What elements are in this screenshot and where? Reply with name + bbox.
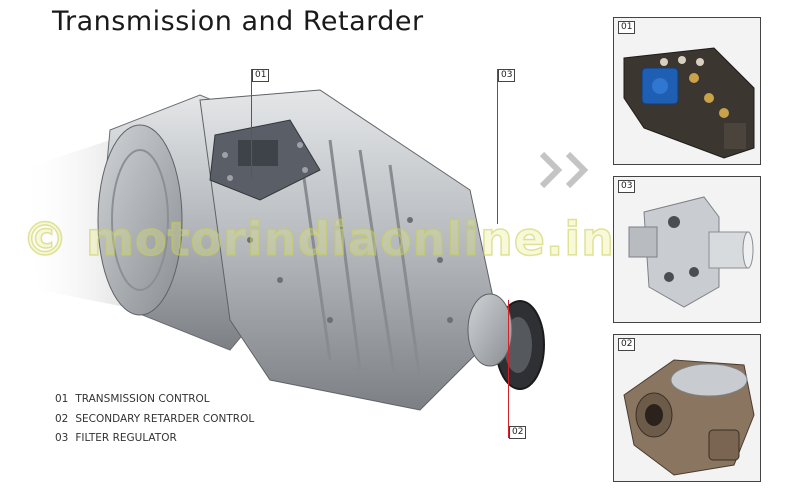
legend-number: 02 bbox=[55, 412, 69, 425]
page-title: Transmission and Retarder bbox=[52, 6, 424, 37]
legend-label: FILTER REGULATOR bbox=[75, 432, 177, 444]
legend-item: 02 SECONDARY RETARDER CONTROL bbox=[55, 410, 254, 430]
leader-line-02 bbox=[508, 300, 509, 438]
watermark: © motorindiaonline.in bbox=[21, 211, 615, 267]
leader-line-01 bbox=[251, 69, 252, 179]
transmission-control-photo bbox=[623, 47, 755, 159]
detail-panel-transmission-control: 01 bbox=[613, 17, 761, 165]
callout-03: 03 bbox=[498, 69, 516, 82]
detail-panel-secondary-retarder-control: 02 bbox=[613, 334, 761, 482]
transmission-photo bbox=[20, 89, 545, 411]
leader-line-03 bbox=[497, 69, 498, 224]
panel-tag-02: 02 bbox=[618, 338, 636, 351]
legend-number: 03 bbox=[55, 432, 69, 444]
legend-number: 01 bbox=[55, 393, 69, 405]
secondary-retarder-control-photo bbox=[623, 359, 755, 476]
chevron-right-double-icon bbox=[539, 151, 589, 189]
panel-tag-03: 03 bbox=[618, 180, 636, 193]
legend-label: SECONDARY RETARDER CONTROL bbox=[75, 412, 255, 425]
detail-panel-filter-regulator: 03 bbox=[613, 176, 761, 323]
legend-label: TRANSMISSION CONTROL bbox=[75, 393, 210, 405]
callout-02: 02 bbox=[509, 426, 527, 439]
legend-item: 01 TRANSMISSION CONTROL bbox=[55, 390, 254, 410]
panel-tag-01: 01 bbox=[618, 21, 636, 34]
component-legend: 01 TRANSMISSION CONTROL 02 SECONDARY RET… bbox=[55, 390, 254, 449]
callout-01: 01 bbox=[252, 69, 270, 82]
legend-item: 03 FILTER REGULATOR bbox=[55, 429, 254, 449]
filter-regulator-photo bbox=[628, 196, 754, 308]
